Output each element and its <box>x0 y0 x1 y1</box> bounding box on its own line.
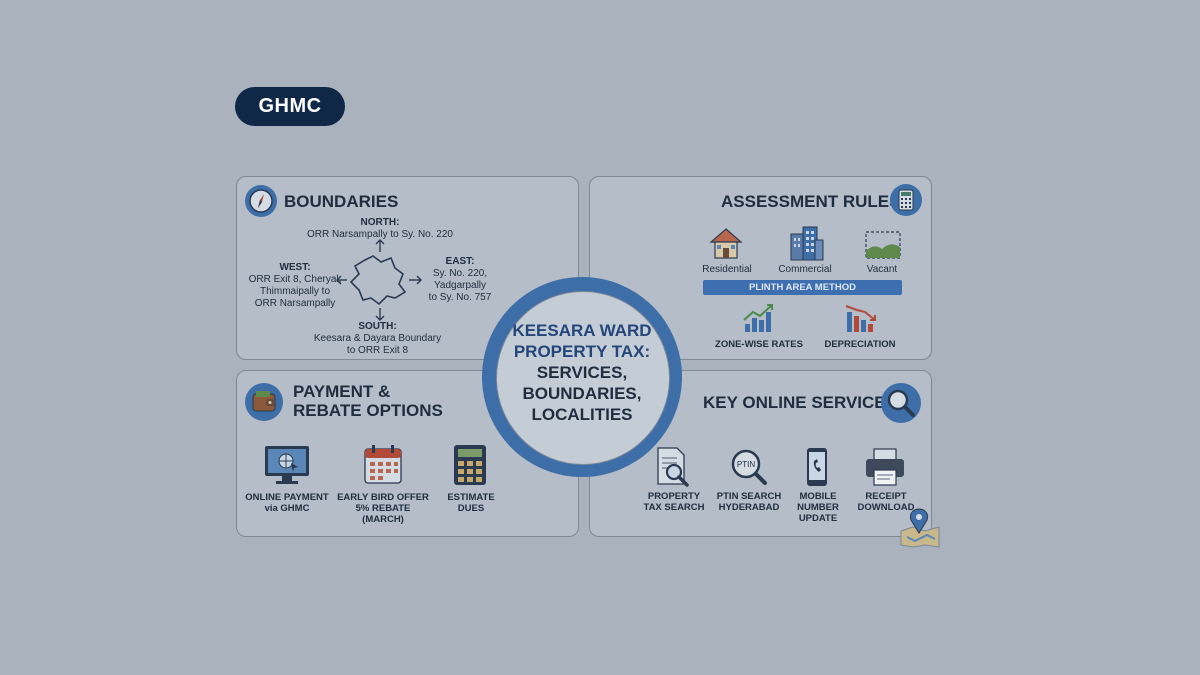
property-tax-search-label: PROPERTY TAX SEARCH <box>643 491 705 513</box>
west-boundary: WEST: ORR Exit 8, Cheryal, Thimmaipally … <box>248 262 342 309</box>
mobile-number-update-label: MOBILE NUMBER UPDATE <box>797 491 839 524</box>
boundaries-title: BOUNDARIES <box>284 192 399 211</box>
online-payment-label: ONLINE PAYMENT via GHMC <box>245 492 329 514</box>
magnifier-icon <box>881 383 921 423</box>
center-subtitle: SERVICES, BOUNDARIES, LOCALITIES <box>522 363 642 424</box>
payment-title: PAYMENT & REBATE OPTIONS <box>293 382 443 420</box>
depreciation-label: DEPRECIATION <box>824 339 896 350</box>
calculator-icon <box>890 184 922 216</box>
vacant-land-icon <box>865 231 901 259</box>
estimate-dues-label: ESTIMATE DUES <box>447 492 495 514</box>
north-boundary: NORTH: ORR Narsampally to Sy. No. 220 <box>307 217 453 240</box>
online-services-title: KEY ONLINE SERVICES <box>703 393 897 412</box>
house-icon <box>709 228 743 259</box>
wallet-icon <box>245 383 283 421</box>
ptin-search-icon: PTIN <box>731 449 767 485</box>
ptin-icon-text: PTIN <box>737 460 755 469</box>
assessment-type-vacant: Vacant <box>866 264 898 275</box>
receipt-download-label: RECEIPT DOWNLOAD <box>857 491 915 513</box>
center-circle <box>496 291 670 465</box>
computer-payment-icon <box>265 446 309 484</box>
plinth-area-method-bar: PLINTH AREA METHOD <box>703 280 902 295</box>
assessment-type-residential: Residential <box>702 264 752 275</box>
calculator-dues-icon <box>454 445 486 485</box>
office-building-icon <box>790 226 824 261</box>
zone-wise-rates-label: ZONE-WISE RATES <box>715 339 803 350</box>
compass-icon <box>245 185 277 217</box>
falling-bar-chart-icon <box>845 305 876 332</box>
ward-outline-map <box>336 239 422 321</box>
ghmc-badge: GHMC <box>235 87 345 126</box>
early-bird-offer-label: EARLY BIRD OFFER 5% REBATE (MARCH) <box>337 492 429 525</box>
ptin-search-label: PTIN SEARCH HYDERABAD <box>716 491 782 513</box>
assessment-title: ASSESSMENT RULES <box>721 192 901 211</box>
center-title: KEESARA WARD PROPERTY TAX: <box>512 321 652 361</box>
map-pin-icon <box>900 508 940 548</box>
printer-icon <box>866 448 904 486</box>
assessment-type-commercial: Commercial <box>778 264 832 275</box>
east-boundary: EAST: Sy. No. 220, Yadgarpally to Sy. No… <box>428 256 492 303</box>
document-search-icon <box>657 447 689 487</box>
mobile-phone-icon <box>807 448 827 486</box>
calendar-icon <box>364 445 402 484</box>
rising-bar-chart-icon <box>743 304 773 332</box>
south-boundary: SOUTH: Keesara & Dayara Boundary to ORR … <box>313 321 442 356</box>
